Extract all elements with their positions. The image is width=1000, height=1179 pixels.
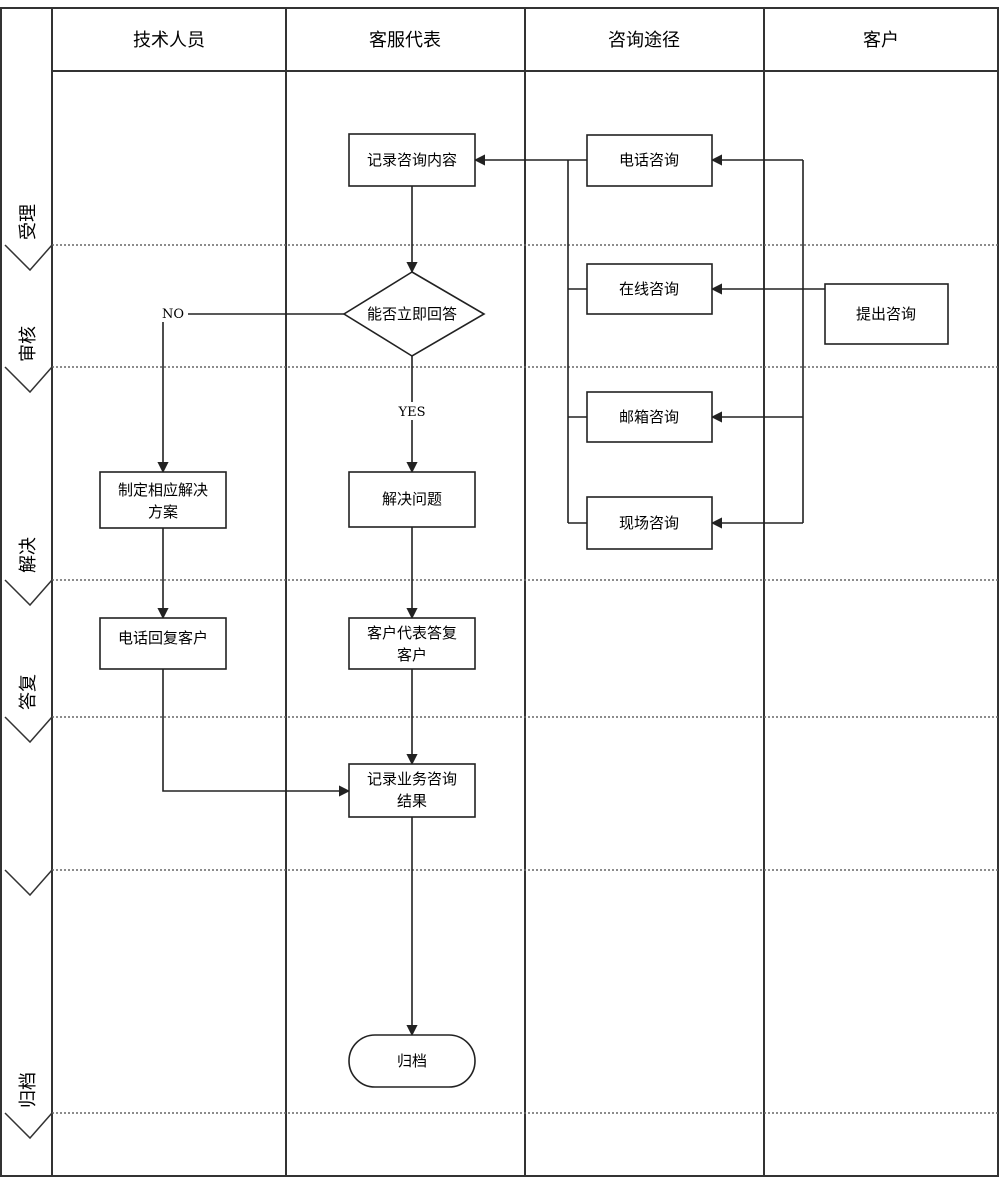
node-plan-box: [99, 471, 227, 529]
edge-submit-trunk: [802, 160, 825, 290]
node-submit-box: [824, 283, 949, 345]
node-result: 记录业务咨询 结果: [348, 763, 476, 818]
node-onsite-label: 现场咨询: [619, 514, 679, 532]
diagram-frame: [0, 7, 999, 1177]
edge-label-no: NO: [162, 307, 184, 322]
node-submit-label: 提出咨询: [856, 305, 916, 323]
node-result-label-line2: 结果: [397, 792, 427, 810]
phase-label-solve: 解决: [18, 537, 39, 573]
phase-separators: [52, 244, 998, 1114]
node-onsite: 现场咨询: [586, 496, 713, 550]
edge-decision-to-plan: [157, 313, 344, 474]
node-email-box: [586, 391, 713, 443]
node-email-label: 邮箱咨询: [619, 408, 679, 426]
node-callback-box: [99, 617, 227, 670]
node-archive-terminator: [348, 1034, 476, 1088]
edge-label-yes: YES: [398, 405, 426, 420]
node-record-label: 记录咨询内容: [367, 151, 457, 169]
node-phone-box: [586, 134, 713, 187]
connectors: [157, 154, 825, 1037]
node-decision-label: 能否立即回答: [367, 305, 457, 323]
lane-title-customer: 客户: [863, 30, 899, 51]
node-record: 记录咨询内容: [348, 133, 476, 187]
lane-title-channel: 咨询途径: [608, 30, 680, 51]
lane-title-service-rep: 客服代表: [369, 30, 441, 51]
node-onsite-box: [586, 496, 713, 550]
node-reply-box: [348, 617, 476, 670]
phase-chevron: [4, 244, 53, 272]
node-archive-label: 归档: [397, 1052, 427, 1070]
node-callback-label: 电话回复客户: [118, 629, 208, 647]
node-solve-label: 解决问题: [382, 490, 442, 508]
node-decision: 能否立即回答: [342, 271, 486, 357]
node-archive: 归档: [348, 1034, 476, 1088]
node-record-box: [348, 133, 476, 187]
phase-label-archive: 归档: [18, 1072, 39, 1108]
node-result-box: [348, 763, 476, 818]
phase-label-reply: 答复: [18, 674, 39, 710]
yes-label-bg: [394, 402, 430, 420]
node-plan-label-line1: 制定相应解决: [118, 481, 208, 499]
node-submit: 提出咨询: [824, 283, 949, 345]
node-phone-label: 电话咨询: [619, 151, 679, 169]
node-solve: 解决问题: [348, 471, 476, 528]
lane-grid: [0, 7, 999, 1177]
node-online-box: [586, 263, 713, 315]
phase-chevron: [4, 1112, 53, 1140]
phase-chevron: [4, 366, 53, 394]
phase-chevron: [4, 579, 53, 607]
node-plan: 制定相应解决 方案: [99, 471, 227, 529]
phase-chevron: [4, 869, 53, 897]
node-plan-label-line2: 方案: [148, 503, 178, 521]
node-online-label: 在线咨询: [619, 280, 679, 298]
node-result-label-line1: 记录业务咨询: [367, 770, 457, 788]
node-callback: 电话回复客户: [99, 617, 227, 670]
node-reply-label-line1: 客户代表答复: [367, 624, 457, 642]
lane-title-technician: 技术人员: [133, 30, 205, 51]
node-email: 邮箱咨询: [586, 391, 713, 443]
node-online: 在线咨询: [586, 263, 713, 315]
phase-label-review: 审核: [18, 326, 39, 362]
phase-label-accept: 受理: [18, 204, 39, 240]
edge-callback-to-result: [162, 669, 351, 797]
no-label-bg: [158, 305, 188, 322]
node-solve-box: [348, 471, 476, 528]
node-decision-diamond: [342, 271, 486, 357]
node-reply: 客户代表答复 客户: [348, 617, 476, 670]
node-reply-label-line2: 客户: [397, 646, 427, 664]
phase-chevron: [4, 716, 53, 744]
node-phone: 电话咨询: [586, 134, 713, 187]
phase-chevrons: [4, 244, 53, 1140]
